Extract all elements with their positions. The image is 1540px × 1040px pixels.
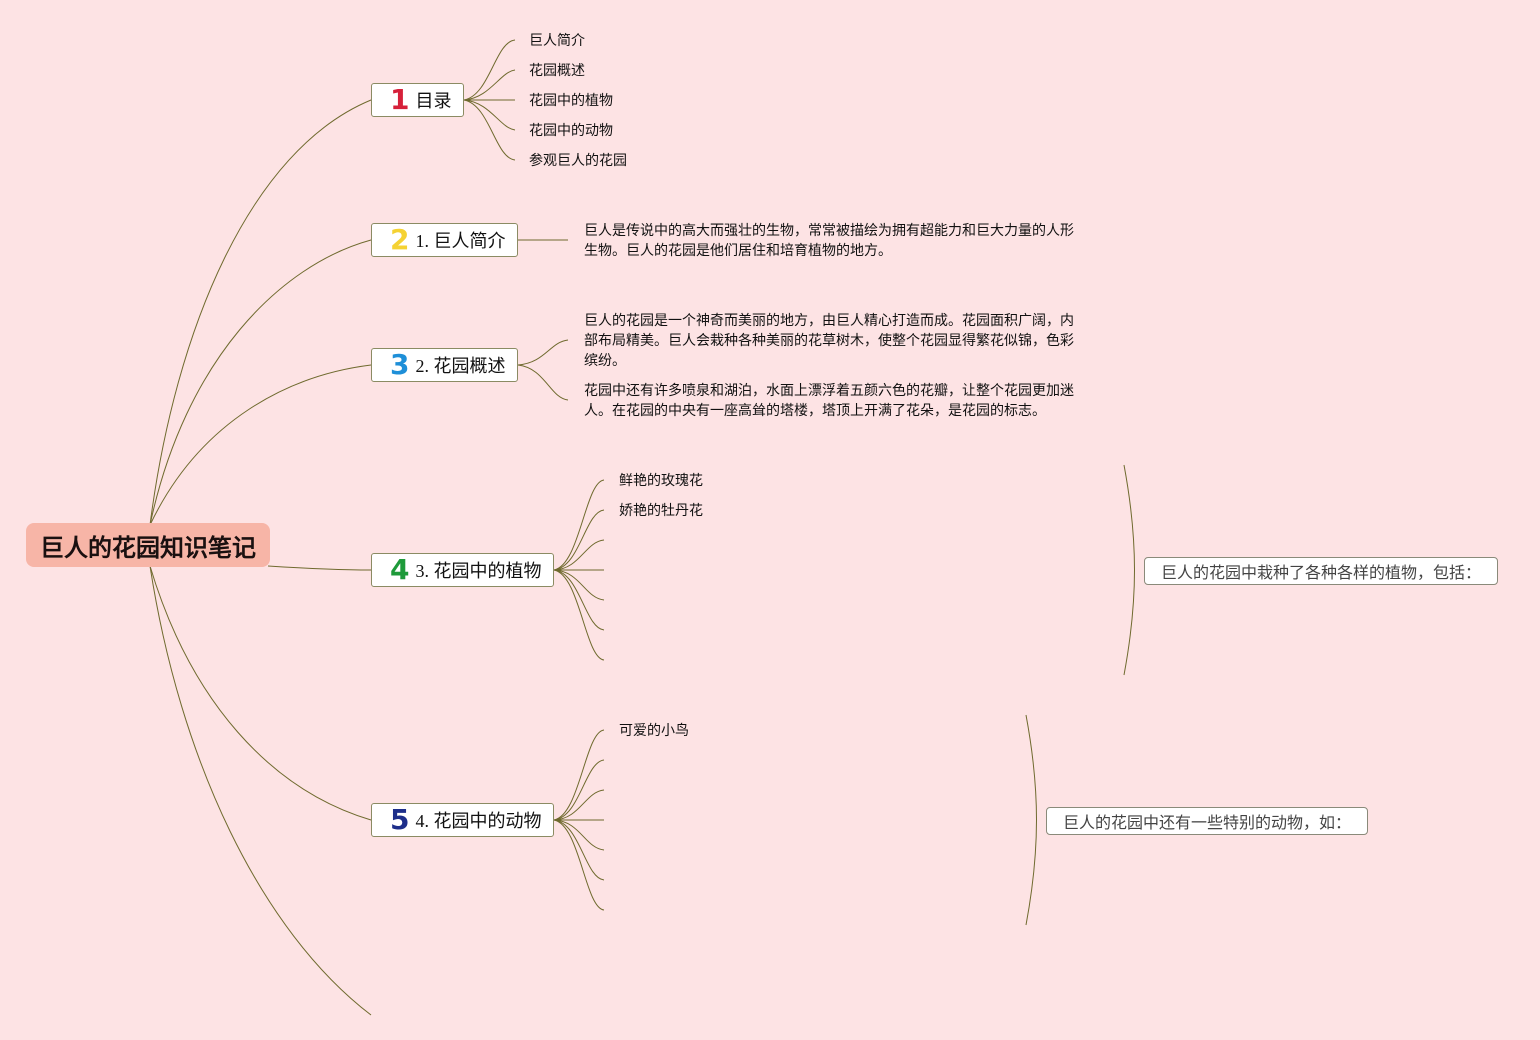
overview-paragraph[interactable]: 巨人的花园是一个神奇而美丽的地方，由巨人精心打造而成。花园面积广阔，内部布局精美… <box>584 313 1074 369</box>
link-root-empty <box>149 565 372 1016</box>
plants-summary[interactable]: 巨人的花园中栽种了各种各样的植物，包括： <box>1144 557 1499 585</box>
animals-summary[interactable]: 巨人的花园中还有一些特别的动物，如： <box>1046 807 1369 835</box>
link-root-topic3 <box>149 364 372 526</box>
number-5-icon: 5 <box>390 803 410 836</box>
animals-summary-text: 巨人的花园中还有一些特别的动物，如： <box>1063 813 1352 832</box>
plants-summary-text: 巨人的花园中栽种了各种各样的植物，包括： <box>1161 563 1482 582</box>
topic-garden-plants[interactable]: 4 3. 花园中的植物 <box>371 553 554 587</box>
topic-garden-overview[interactable]: 3 2. 花园概述 <box>371 348 518 382</box>
number-2-icon: 2 <box>390 223 410 256</box>
number-3-icon: 3 <box>390 348 410 381</box>
root-topic[interactable]: 巨人的花园知识笔记 <box>26 523 270 567</box>
animal-item[interactable]: 可爱的小鸟 <box>619 723 689 739</box>
number-1-icon: 1 <box>390 83 410 116</box>
topic-label: 3. 花园中的植物 <box>415 561 542 581</box>
toc-item[interactable]: 花园概述 <box>529 63 585 79</box>
link-root-topic2 <box>149 239 372 526</box>
link-root-topic5 <box>149 565 372 821</box>
animals-summary-bracket <box>1025 714 1037 926</box>
plants-summary-bracket <box>1123 464 1135 676</box>
number-4-icon: 4 <box>390 553 410 586</box>
topic-label: 1. 巨人简介 <box>415 231 506 251</box>
topic-giant-intro[interactable]: 2 1. 巨人简介 <box>371 223 518 257</box>
toc-item[interactable]: 参观巨人的花园 <box>529 153 627 169</box>
toc-item[interactable]: 花园中的植物 <box>529 93 613 109</box>
plant-item[interactable]: 鲜艳的玫瑰花 <box>619 473 703 489</box>
toc-item[interactable]: 巨人简介 <box>529 33 585 49</box>
topic-contents[interactable]: 1 目录 <box>371 83 464 117</box>
toc-item[interactable]: 花园中的动物 <box>529 123 613 139</box>
plant-item[interactable]: 娇艳的牡丹花 <box>619 503 703 519</box>
link-root-topic4 <box>267 565 372 571</box>
topic-label: 目录 <box>415 91 452 111</box>
topic-label: 4. 花园中的动物 <box>415 811 542 831</box>
topic-label: 2. 花园概述 <box>415 356 506 376</box>
link-root-topic1 <box>149 99 372 526</box>
overview-paragraph[interactable]: 花园中还有许多喷泉和湖泊，水面上漂浮着五颜六色的花瓣，让整个花园更加迷人。在花园… <box>584 383 1074 419</box>
intro-text[interactable]: 巨人是传说中的高大而强壮的生物，常常被描绘为拥有超能力和巨大力量的人形生物。巨人… <box>584 223 1074 259</box>
root-title: 巨人的花园知识笔记 <box>40 533 256 562</box>
topic-garden-animals[interactable]: 5 4. 花园中的动物 <box>371 803 554 837</box>
